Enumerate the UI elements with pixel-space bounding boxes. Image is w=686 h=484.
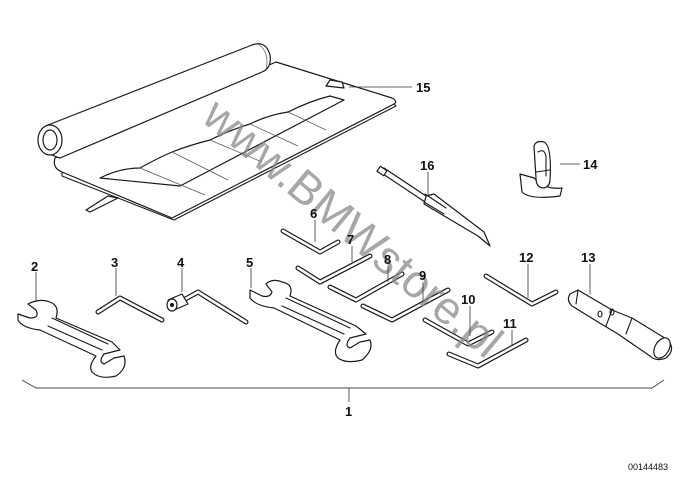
callout-6[interactable]: 6 (310, 206, 317, 221)
callout-9[interactable]: 9 (419, 268, 426, 283)
callout-4[interactable]: 4 (177, 255, 185, 270)
callout-16[interactable]: 16 (420, 158, 434, 173)
callout-7[interactable]: 7 (347, 232, 354, 247)
hex-key-7 (295, 253, 373, 285)
callout-8[interactable]: 8 (384, 252, 391, 267)
clip[interactable] (519, 140, 563, 198)
screwdriver[interactable] (376, 165, 491, 247)
callout-3[interactable]: 3 (111, 255, 118, 270)
callout-15[interactable]: 15 (416, 80, 430, 95)
leader-lines (35, 86, 591, 402)
hex-key-11 (446, 337, 529, 369)
callout-1[interactable]: 1 (345, 404, 352, 419)
callout-11[interactable]: 11 (503, 316, 517, 331)
open-end-wrench-5[interactable] (249, 279, 372, 363)
callout-12[interactable]: 12 (519, 250, 533, 265)
tool-roll-bag[interactable] (37, 43, 397, 221)
callout-13[interactable]: 13 (581, 250, 595, 265)
hex-key-12 (483, 273, 559, 307)
hex-key-3 (95, 295, 165, 323)
assembly-bracket (21, 379, 665, 389)
callout-5[interactable]: 5 (246, 255, 253, 270)
hex-key-9 (360, 287, 451, 323)
hex-key-8 (327, 271, 405, 303)
hex-key-10 (422, 317, 495, 347)
hex-key-6 (280, 228, 341, 255)
diagram-number: 00144483 (628, 462, 668, 472)
box-spanner-13[interactable] (567, 289, 673, 361)
socket-wrench-4[interactable] (166, 289, 249, 325)
callout-10[interactable]: 10 (461, 292, 475, 307)
callouts: 15 16 14 6 7 8 9 2 3 4 5 10 11 12 13 1 (31, 80, 598, 419)
open-end-wrench-2[interactable] (17, 299, 126, 378)
callout-14[interactable]: 14 (583, 157, 598, 172)
callout-2[interactable]: 2 (31, 259, 38, 274)
